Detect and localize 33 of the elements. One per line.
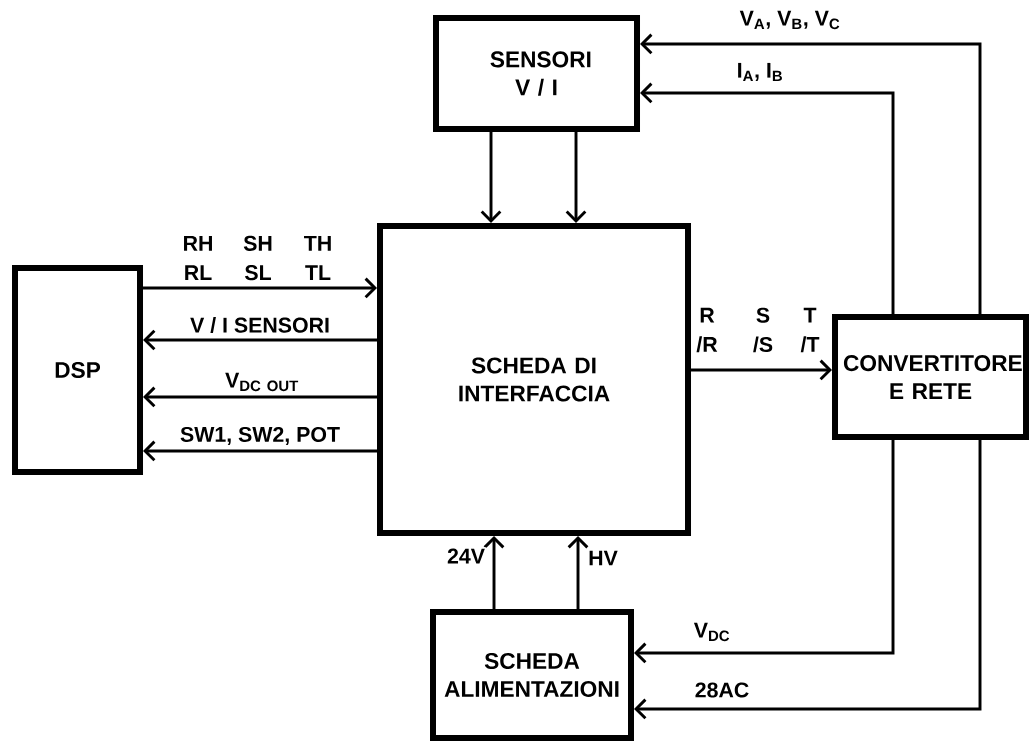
signal-label: TH TL: [304, 236, 331, 280]
block-box: SCHEDA DI INTERFACCIA: [377, 223, 691, 536]
edge-label: SW1, SW2, POT: [178, 425, 342, 447]
edge-label: I$_{A}$, I$_{B}$: [735, 61, 785, 83]
block-box: SENSORI V / I: [433, 15, 640, 132]
block-box: CONVERTITORE E RETE: [832, 314, 1029, 440]
arrow: [565, 132, 587, 223]
edge-label: V$_{DC}$: [692, 621, 732, 643]
arrow: [480, 132, 502, 223]
block-box: DSP: [12, 265, 143, 475]
arrow: [640, 82, 895, 314]
edge-label: HV: [586, 549, 620, 567]
signal-label: RH RL: [184, 236, 212, 280]
signal-label: SH SL: [243, 235, 272, 281]
arrow: [567, 536, 589, 609]
edge-label: V / I SENSORI: [188, 315, 332, 335]
edge-label: 28AC: [693, 681, 751, 699]
arrow: [143, 329, 377, 351]
arrow: [143, 440, 377, 462]
arrow: [691, 359, 832, 381]
signal-label: R /R: [696, 307, 718, 353]
arrow: [640, 33, 982, 314]
block-box: SCHEDA ALIMENTAZIONI: [430, 609, 634, 741]
signal-label: S /S: [753, 307, 773, 353]
arrow: [143, 277, 377, 299]
edge-label: V$_{A}$, V$_{B}$, V$_{C}$: [738, 9, 842, 31]
arrow: [143, 386, 377, 408]
arrow: [483, 536, 505, 609]
edge-label: 24V: [445, 547, 487, 565]
edge-label: $\mathbf{V}_{\mathbf{DC\ OUT}}$: [223, 371, 301, 393]
arrow: [634, 440, 895, 664]
arrow: [634, 440, 982, 720]
signal-label: T /T: [800, 307, 820, 353]
